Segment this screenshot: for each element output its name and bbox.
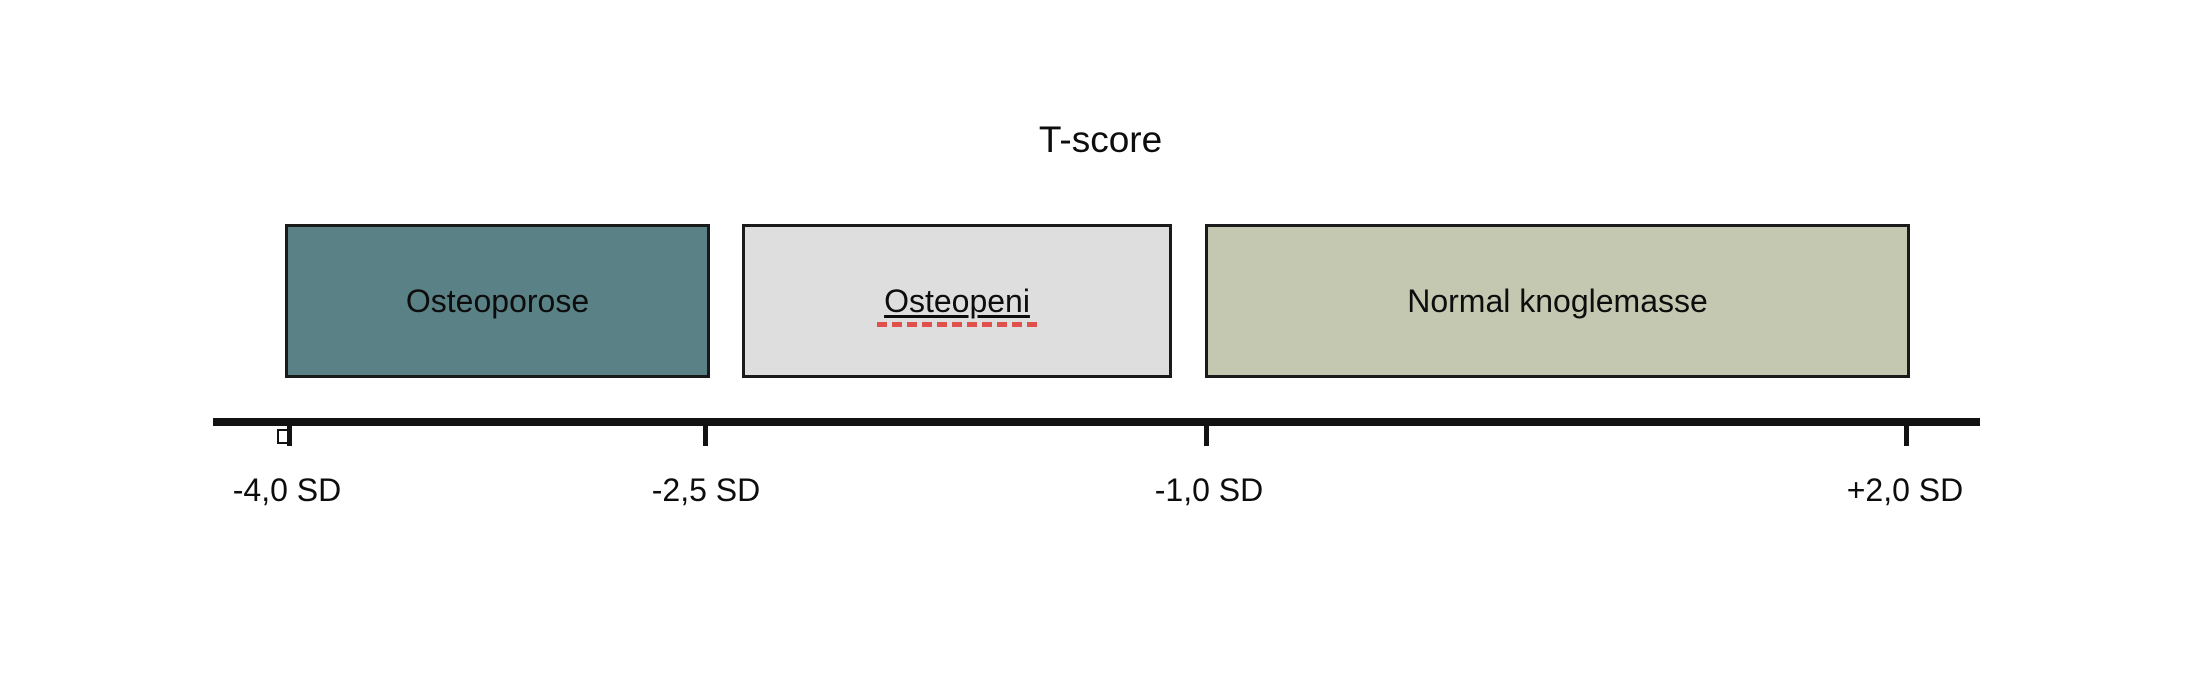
axis-tick-plus-2-0 [1904,425,1909,446]
shape-label-osteopeni-text: Osteopeni [884,283,1030,319]
spellcheck-underline-icon [877,322,1038,327]
shape-normal-knoglemasse[interactable]: Normal knoglemasse [1205,224,1910,378]
tick-label-minus-2-5: -2,5 SD [651,472,761,508]
axis-tick-minus-4-0 [287,425,292,446]
shape-osteoporose[interactable]: Osteoporose [285,224,710,378]
tick-label-plus-2-0: +2,0 SD [1846,472,1964,508]
axis-tick-minus-1-0 [1204,425,1209,446]
axis-tick-minus-2-5 [703,425,708,446]
figure-title: T-score [1038,119,1163,160]
shape-label-osteopeni: Osteopeni [877,282,1038,327]
shape-label-osteoporose: Osteoporose [405,283,590,319]
shape-osteopeni[interactable]: Osteopeni [742,224,1172,378]
shape-label-normal-knoglemasse: Normal knoglemasse [1407,283,1708,319]
axis-line [213,418,1980,426]
tick-label-minus-4-0: -4,0 SD [232,472,342,508]
tick-label-minus-1-0: -1,0 SD [1154,472,1264,508]
text-cursor-artifact [277,429,289,444]
